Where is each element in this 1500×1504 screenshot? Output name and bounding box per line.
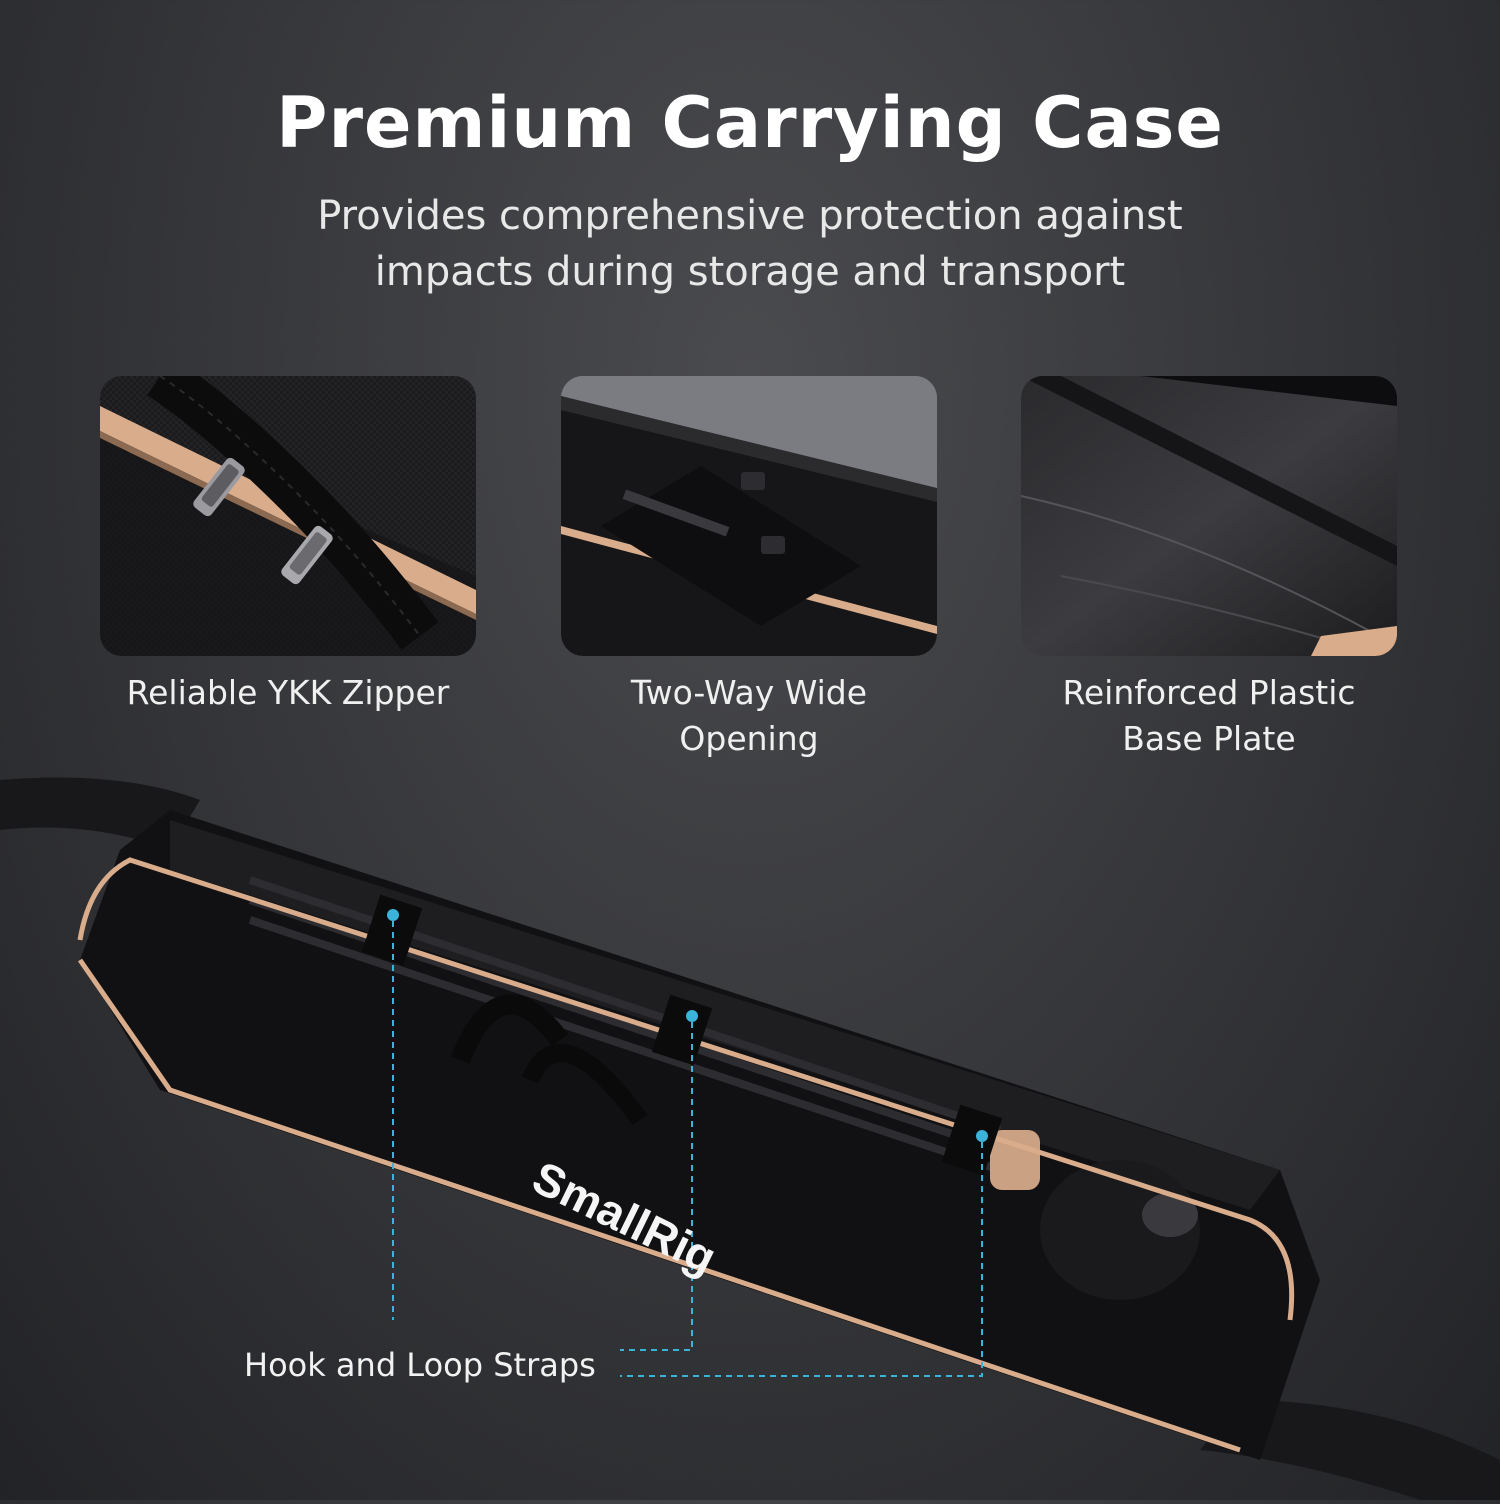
carrying-case-image: SmallRig bbox=[0, 760, 1500, 1500]
feature-caption-base-plate: Reinforced Plastic Base Plate bbox=[1062, 673, 1356, 758]
page-subtitle: Provides comprehensive protection agains… bbox=[317, 193, 1183, 295]
feature-card-opening: Two-Way Wide Opening bbox=[561, 376, 937, 762]
callout-hook-loop-straps: Hook and Loop Straps bbox=[244, 1346, 596, 1384]
feature-card-zipper: Reliable YKK Zipper bbox=[100, 376, 476, 716]
feature-caption-opening: Two-Way Wide Opening bbox=[630, 673, 868, 758]
page-title: Premium Carrying Case bbox=[276, 82, 1224, 164]
wide-opening-photo bbox=[561, 376, 937, 656]
feature-caption-zipper: Reliable YKK Zipper bbox=[126, 673, 450, 712]
zipper-photo bbox=[100, 376, 476, 656]
feature-card-base-plate: Reinforced Plastic Base Plate bbox=[1021, 376, 1397, 762]
base-plate-photo bbox=[1021, 376, 1397, 656]
